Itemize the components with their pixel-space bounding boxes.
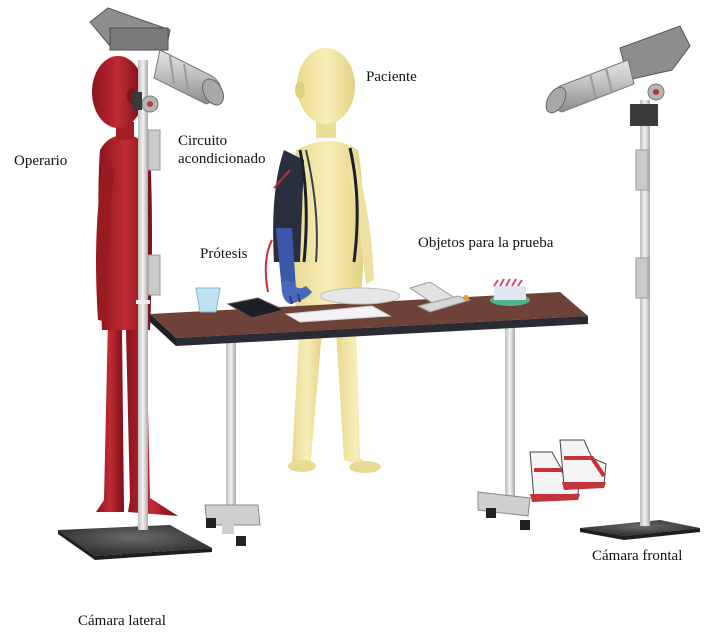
table-legs — [205, 320, 530, 546]
lateral-camera-base — [58, 525, 212, 560]
prosthesis-label: Prótesis — [200, 245, 248, 263]
operator-label: Operario — [14, 152, 67, 170]
frontal-camera — [542, 26, 690, 116]
circuit-label-line1: Circuito — [178, 132, 227, 150]
lateral-camera-label: Cámara lateral — [78, 612, 166, 630]
test-objects-label: Objetos para la prueba — [418, 234, 553, 252]
cup — [196, 288, 220, 312]
sneakers — [530, 440, 606, 502]
patient-label: Paciente — [366, 68, 417, 86]
operator-figure — [92, 56, 178, 516]
circuit-label-line2: acondicionado — [178, 150, 265, 168]
patient-figure — [288, 48, 381, 473]
frontal-camera-label: Cámara frontal — [592, 547, 682, 565]
plate — [320, 288, 400, 304]
